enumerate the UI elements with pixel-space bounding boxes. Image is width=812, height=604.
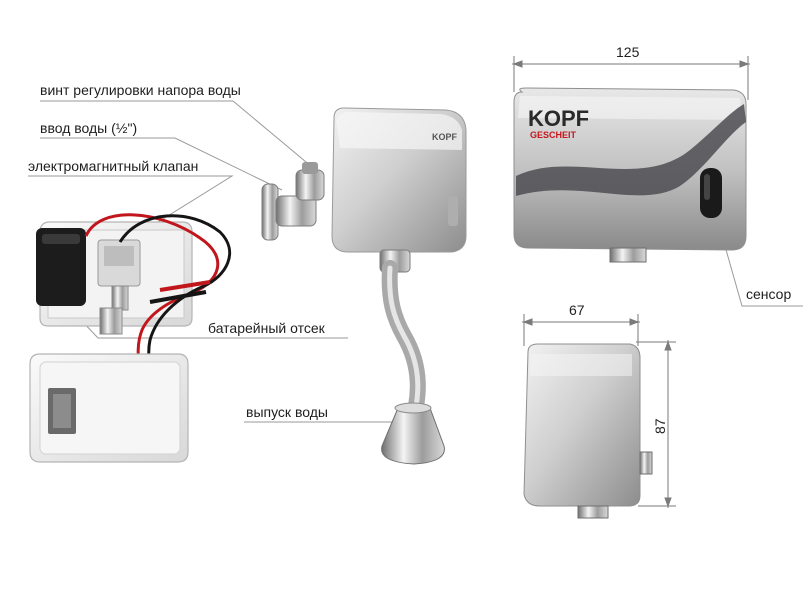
swoosh — [516, 104, 746, 196]
label-sensor: сенсор — [746, 286, 792, 302]
pressure-screw — [295, 169, 325, 201]
outlet-flange — [381, 407, 445, 465]
dimension-width-side — [522, 314, 640, 346]
logo-kopf: KOPF — [528, 106, 589, 131]
label-battery-compartment: батарейный отсек — [208, 320, 325, 336]
dimension-label-125: 125 — [616, 44, 640, 60]
leader-water-inlet — [40, 137, 283, 191]
dimension-height-side — [636, 340, 676, 508]
dimension-label-87: 87 — [652, 418, 668, 434]
sensor-window — [700, 168, 722, 218]
dimension-width-front — [512, 56, 750, 100]
label-solenoid-valve: электромагнитный клапан — [28, 158, 199, 174]
side-view — [522, 314, 676, 519]
mini-logo: KOPF — [432, 132, 458, 142]
label-water-inlet: ввод воды (½") — [40, 120, 138, 136]
front-view: KOPF GESCHEIT — [512, 56, 750, 263]
logo-gescheit: GESCHEIT — [530, 130, 577, 140]
leader-pressure-screw — [40, 100, 313, 168]
label-pressure-screw: винт регулировки напора воды — [40, 82, 241, 98]
assembled-unit: KOPF — [261, 107, 467, 465]
battery-pack — [36, 228, 86, 306]
opened-unit — [29, 213, 232, 463]
dimension-label-67: 67 — [569, 302, 585, 318]
label-water-outlet: выпуск воды — [246, 404, 328, 420]
